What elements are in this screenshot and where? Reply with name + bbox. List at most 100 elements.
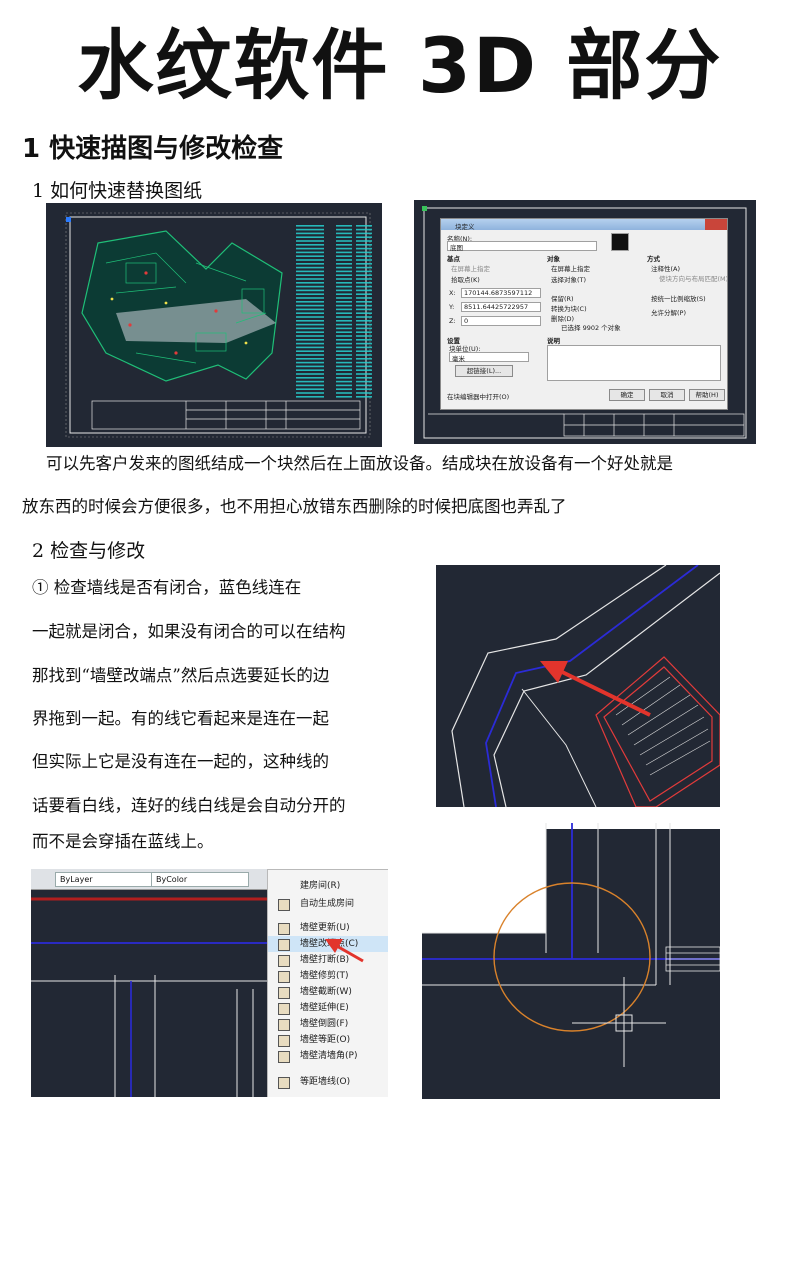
- name-input[interactable]: 底图: [447, 241, 597, 252]
- legend-text-line: [356, 289, 372, 292]
- legend-text-line: [336, 282, 352, 284]
- uniform-scale-checkbox[interactable]: 按统一比例缩放(S): [651, 295, 706, 303]
- menu-item-wall-extend[interactable]: 墙壁延伸(E): [268, 1000, 388, 1016]
- legend-text-line: [296, 388, 324, 390]
- menu-item-label: 墙壁延伸(E): [300, 1003, 349, 1013]
- legend-text-line: [296, 266, 324, 269]
- properties-toolbar: ByLayer ByColor: [31, 869, 267, 890]
- legend-text-line: [296, 255, 324, 257]
- legend-text-line: [356, 346, 372, 349]
- legend-text-line: [296, 251, 324, 254]
- legend-text-line: [356, 384, 372, 387]
- legend-text-line: [336, 396, 352, 398]
- legend-text-line: [336, 320, 352, 322]
- base-onscreen-checkbox[interactable]: 在屏幕上指定: [451, 265, 490, 273]
- objects-label: 对象: [547, 255, 560, 263]
- legend-text-line: [296, 240, 324, 242]
- menu-item-label: 墙壁等距(O): [300, 1035, 351, 1045]
- retain-radio[interactable]: 保留(R): [551, 295, 574, 303]
- wall-break-icon: [278, 955, 290, 967]
- legend-text-line: [336, 365, 352, 368]
- menu-item-wall-change-endpoint[interactable]: 墙壁改端点(C): [268, 936, 388, 952]
- y-value: 8511.64425722957: [464, 303, 529, 311]
- y-input[interactable]: 8511.64425722957: [461, 302, 541, 312]
- paragraph-2-line-1: ① 检查墙线是否有闭合，蓝色线连在: [32, 578, 302, 597]
- pick-point-button[interactable]: 拾取点(K): [451, 276, 480, 284]
- legend-text-line: [336, 361, 352, 364]
- menu-item-wall-trim[interactable]: 墙壁修剪(T): [268, 968, 388, 984]
- legend-text-line: [296, 232, 324, 235]
- wall-endpoint-icon: [278, 939, 290, 951]
- legend-text-line: [336, 263, 352, 265]
- legend-text-line: [356, 293, 372, 295]
- legend-text-line: [356, 331, 372, 333]
- legend-text-line: [296, 323, 324, 326]
- menu-item-wall-update[interactable]: 墙壁更新(U): [268, 920, 388, 936]
- legend-text-line: [296, 244, 324, 246]
- legend-text-line: [336, 297, 352, 299]
- block-unit-select[interactable]: 毫米: [449, 352, 529, 363]
- legend-text-line: [296, 373, 324, 375]
- legend-text-line: [296, 259, 324, 261]
- legend-text-line: [296, 392, 324, 394]
- menu-item-wall-clean-corner[interactable]: 墙壁清墙角(P): [268, 1048, 388, 1064]
- menu-item-wall-break[interactable]: 墙壁打断(B): [268, 952, 388, 968]
- paragraph-2-line-3: 那找到“墙壁改端点”然后点选要延长的边: [32, 666, 330, 685]
- legend-text-line: [356, 396, 372, 398]
- delete-radio[interactable]: 删除(D): [551, 315, 575, 323]
- menu-item-wall-offset[interactable]: 墙壁等距(O): [268, 1032, 388, 1048]
- legend-text-line: [356, 316, 372, 318]
- legend-text-line: [356, 354, 372, 356]
- convert-radio[interactable]: 转换为块(C): [551, 305, 587, 313]
- legend-text-line: [356, 361, 372, 364]
- legend-text-line: [336, 354, 352, 356]
- menu-item-build-room[interactable]: 建房间(R): [268, 878, 388, 894]
- linetype-select[interactable]: ByLayer: [55, 872, 153, 887]
- legend-text-line: [296, 365, 324, 368]
- menu-item-label: 墙壁截断(W): [300, 987, 352, 997]
- color-select[interactable]: ByColor: [151, 872, 249, 887]
- legend-text-line: [356, 255, 372, 257]
- paragraph-2-line-7: 而不是会穿插在蓝线上。: [32, 832, 214, 851]
- menu-item-wall-fillet[interactable]: 墙壁倒圆(F): [268, 1016, 388, 1032]
- wall-menu-screenshot: ByLayer ByColor 建房间(R) 自动生成房间 墙壁更新(U) 墙壁…: [31, 869, 388, 1097]
- match-orientation-checkbox[interactable]: 使块方向与布局匹配(M): [659, 275, 729, 283]
- menu-item-auto-room[interactable]: 自动生成房间: [268, 896, 388, 912]
- x-input[interactable]: 170144.6873597112: [461, 288, 541, 298]
- legend-text-line: [356, 377, 372, 379]
- dialog-title: 块定义: [455, 223, 475, 231]
- close-icon[interactable]: [705, 219, 727, 230]
- legend-text-line: [356, 285, 372, 288]
- select-objects-button[interactable]: 选择对象(T): [551, 276, 587, 284]
- description-label: 说明: [547, 337, 560, 345]
- open-in-editor-checkbox[interactable]: 在块编辑器中打开(O): [447, 393, 510, 401]
- help-button[interactable]: 帮助(H): [689, 389, 725, 401]
- z-input[interactable]: 0: [461, 316, 541, 326]
- legend-text-line: [336, 270, 352, 273]
- legend-text-line: [296, 377, 324, 379]
- legend-text-line: [336, 342, 352, 345]
- menu-item-label: 墙壁改端点(C): [300, 939, 359, 949]
- hyperlink-button[interactable]: 超链接(L)...: [455, 365, 513, 377]
- legend-text-line: [336, 335, 352, 337]
- method-label: 方式: [647, 255, 660, 263]
- cancel-button[interactable]: 取消: [649, 389, 685, 401]
- description-input[interactable]: [547, 345, 721, 381]
- ok-button[interactable]: 确定: [609, 389, 645, 401]
- menu-item-wall-cut[interactable]: 墙壁截断(W): [268, 984, 388, 1000]
- legend-text-line: [356, 335, 372, 337]
- wall-offset-icon: [278, 1035, 290, 1047]
- menu-item-offset-wall-line[interactable]: 等距墙线(O): [268, 1074, 388, 1090]
- legend-text-line: [296, 282, 324, 284]
- allow-explode-checkbox[interactable]: 允许分解(P): [651, 309, 686, 317]
- paragraph-1-line-1: 可以先客户发来的图纸结成一个块然后在上面放设备。结成块在放设备有一个好处就是: [46, 454, 673, 473]
- legend-text-line: [296, 361, 324, 364]
- base-point-label: 基点: [447, 255, 460, 263]
- legend-text-line: [356, 339, 372, 341]
- block-unit-label: 块单位(U):: [449, 345, 481, 353]
- objects-onscreen-checkbox[interactable]: 在屏幕上指定: [551, 265, 590, 273]
- menu-item-label: 建房间(R): [300, 881, 341, 891]
- legend-text-line: [356, 259, 372, 261]
- legend-text-line: [336, 312, 352, 314]
- annotative-checkbox[interactable]: 注释性(A): [651, 265, 681, 273]
